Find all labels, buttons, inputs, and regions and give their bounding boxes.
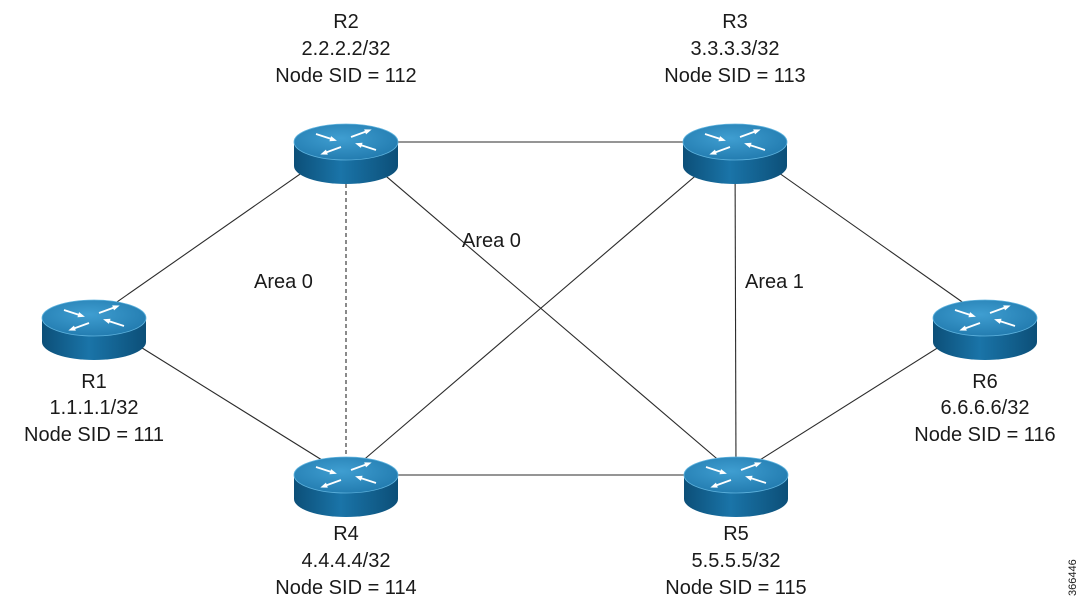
router-arrow: [315, 466, 337, 475]
router-r3-name: R3: [722, 11, 748, 33]
router-arrow: [320, 146, 342, 155]
router-arrow: [704, 133, 726, 142]
router-r4-prefix: 4.4.4.4/32: [302, 550, 391, 572]
router-arrow: [315, 133, 337, 142]
router-r5-name: R5: [723, 523, 749, 545]
router-r6-prefix: 6.6.6.6/32: [941, 397, 1030, 419]
router-r2-icon: [293, 123, 399, 184]
router-arrow: [710, 479, 732, 488]
router-top: [41, 299, 147, 337]
router-top: [293, 456, 399, 494]
figure-id: 366446: [1067, 559, 1079, 596]
router-r1-sid: Node SID = 111: [24, 424, 164, 446]
router-arrow: [745, 475, 767, 484]
links-layer: [93, 141, 986, 476]
router-r5-prefix: 5.5.5.5/32: [692, 550, 781, 572]
router-arrow: [350, 129, 372, 138]
router-r6-icon: [932, 299, 1038, 360]
router-arrow: [68, 322, 90, 331]
area-labels-layer: Area 0 Area 0 Area 1: [254, 230, 804, 293]
router-r1-prefix: 1.1.1.1/32: [50, 397, 139, 419]
router-arrow: [350, 462, 372, 471]
router-top: [683, 456, 789, 494]
router-arrow: [709, 146, 731, 155]
link-r3-r4: [345, 141, 736, 476]
area-label-r2-r5: Area 0: [462, 230, 521, 252]
router-r4-name: R4: [333, 523, 359, 545]
router-arrow: [63, 309, 85, 318]
routers-layer: [41, 123, 1038, 517]
router-arrow: [744, 142, 766, 151]
router-arrow: [355, 142, 377, 151]
router-labels-layer: R1 1.1.1.1/32 Node SID = 111 R2 2.2.2.2/…: [24, 11, 1056, 599]
router-r3-icon: [682, 123, 788, 184]
router-arrow: [98, 305, 120, 314]
router-arrow: [739, 129, 761, 138]
router-r5-icon: [683, 456, 789, 517]
router-arrow: [740, 462, 762, 471]
router-r5-sid: Node SID = 115: [665, 577, 806, 599]
router-arrow: [989, 305, 1011, 314]
router-r2-prefix: 2.2.2.2/32: [302, 38, 391, 60]
area-label-r2-r4: Area 0: [254, 271, 313, 293]
router-arrow: [959, 322, 981, 331]
router-r6-name: R6: [972, 371, 998, 393]
router-r4-icon: [293, 456, 399, 517]
router-r3-prefix: 3.3.3.3/32: [691, 38, 780, 60]
router-r4-sid: Node SID = 114: [275, 577, 416, 599]
router-top: [293, 123, 399, 161]
router-top: [682, 123, 788, 161]
router-r2-name: R2: [333, 11, 359, 33]
router-r1-name: R1: [81, 371, 107, 393]
router-arrow: [954, 309, 976, 318]
area-label-r3-r5: Area 1: [745, 271, 804, 293]
router-r6-sid: Node SID = 116: [914, 424, 1055, 446]
router-r2-sid: Node SID = 112: [275, 65, 416, 87]
router-r3-sid: Node SID = 113: [664, 65, 805, 87]
router-arrow: [994, 318, 1016, 327]
router-arrow: [705, 466, 727, 475]
router-arrow: [103, 318, 125, 327]
router-top: [932, 299, 1038, 337]
router-r1-icon: [41, 299, 147, 360]
router-arrow: [320, 479, 342, 488]
link-r3-r5: [734, 141, 737, 476]
router-arrow: [355, 475, 377, 484]
